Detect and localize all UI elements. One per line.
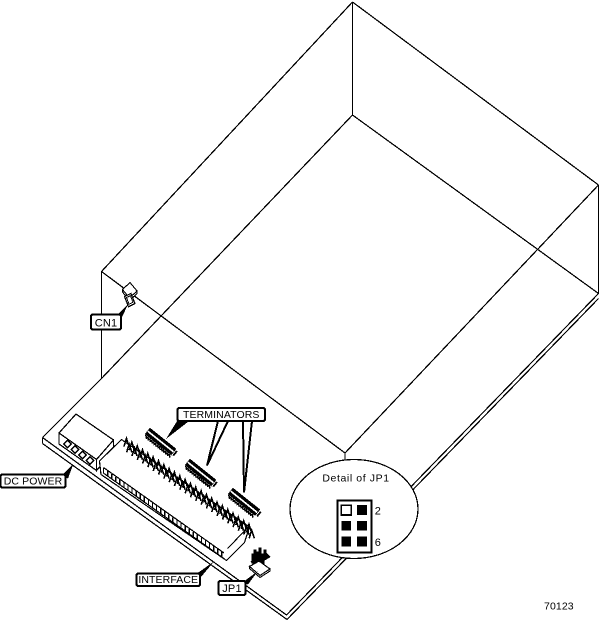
- svg-text:2: 2: [375, 506, 381, 518]
- svg-text:TERMINATORS: TERMINATORS: [183, 409, 260, 421]
- svg-text:INTERFACE: INTERFACE: [138, 574, 198, 586]
- svg-text:6: 6: [375, 537, 381, 549]
- svg-text:70123: 70123: [544, 601, 574, 613]
- svg-text:JP1: JP1: [222, 583, 242, 595]
- svg-text:CN1: CN1: [95, 318, 118, 330]
- svg-text:Detail of JP1: Detail of JP1: [322, 473, 389, 485]
- svg-text:DC POWER: DC POWER: [4, 476, 63, 488]
